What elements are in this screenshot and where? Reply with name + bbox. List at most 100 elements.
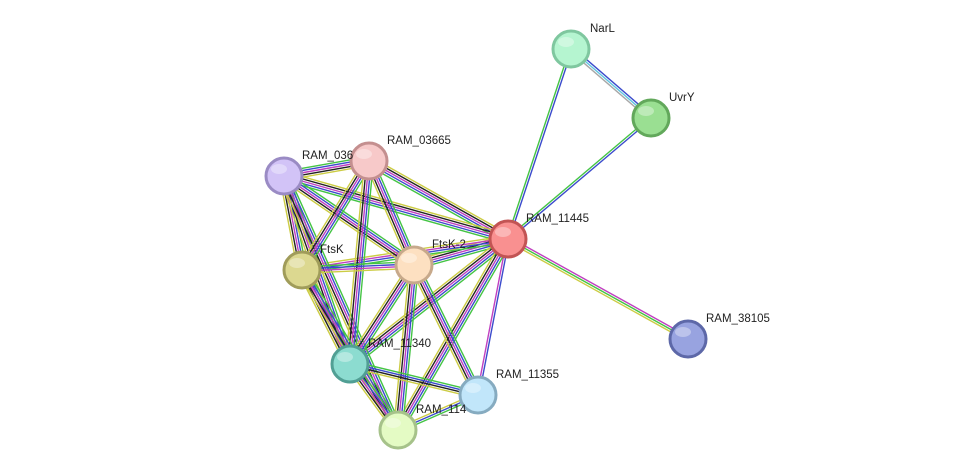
edge-evidence-line [350,360,479,393]
edge-evidence-line [508,236,690,338]
edge-evidence-line [346,235,506,362]
edge-FtsK-2-RAM_11355 [409,262,483,398]
node-RAM_11340[interactable]: RAM_11340 [330,338,431,384]
node-RAM_11355[interactable]: RAM_11355 [458,369,559,415]
node-highlight [465,383,481,393]
node-circle[interactable] [488,219,528,259]
edge-evidence-line [478,239,510,396]
node-UvrY[interactable]: UvrY [631,92,695,138]
node-highlight [558,37,574,47]
edge-evidence-line [413,264,479,396]
edge-evidence-line [392,264,411,430]
node-highlight [675,327,691,337]
edge-evidence-line [351,161,372,365]
node-label: FtsK [320,244,344,256]
node-highlight [337,352,353,362]
edge-RAM_03665-RAM_11340 [344,160,375,365]
node-label: UvrY [669,92,695,104]
edge-evidence-line [349,264,415,365]
edge-evidence-line [303,161,372,272]
edge-evidence-line [369,158,510,238]
edge-RAM_036-FtsK-2 [281,171,417,270]
edge-evidence-line [284,173,509,238]
edge-evidence-line [349,366,478,399]
edge-RAM_036-RAM_114 [279,173,403,433]
edge-evidence-line [415,263,481,395]
node-RAM_03665[interactable]: RAM_03665 [349,135,451,181]
node-highlight [356,149,372,159]
edge-evidence-line [283,175,415,266]
edge-evidence-line [297,158,366,269]
edge-evidence-line [349,364,478,397]
edge-RAM_11340-RAM_11355 [349,360,479,399]
edge-evidence-line [476,238,508,395]
node-label: NarL [590,23,616,35]
node-highlight [385,418,401,428]
node-label: RAM_03665 [387,135,451,147]
node-circle[interactable] [668,319,708,359]
edge-evidence-line [285,171,510,236]
node-highlight [271,164,287,174]
edge-evidence-line [399,265,417,431]
edge-evidence-line [348,236,508,363]
node-FtsK-2[interactable]: FtsK-2 [394,239,466,285]
node-highlight [289,258,305,268]
edge-evidence-line [347,160,368,364]
edge-evidence-line [411,265,477,397]
node-FtsK[interactable]: FtsK [282,244,344,290]
edge-evidence-line [353,161,375,365]
edge-evidence-line [506,48,571,239]
node-highlight [495,227,511,237]
edge-evidence-line [370,156,511,236]
edge-evidence-line [399,239,511,432]
edge-evidence-line [301,160,370,271]
node-circle[interactable] [378,410,418,450]
node-RAM_114[interactable]: RAM_114 [378,404,467,450]
edge-evidence-line [401,265,420,431]
node-circle[interactable] [282,250,322,290]
node-circle[interactable] [330,344,370,384]
edge-evidence-line [282,179,507,244]
edge-RAM_11445-RAM_38105 [506,236,690,342]
edge-RAM_11445-RAM_114 [393,236,513,433]
edge-evidence-line [350,362,479,395]
node-highlight [401,253,417,263]
node-circle[interactable] [349,141,389,181]
edge-evidence-line [281,179,412,270]
node-NarL[interactable]: NarL [551,23,616,69]
node-RAM_38105[interactable]: RAM_38105 [668,313,770,359]
edge-FtsK-2-RAM_114 [392,264,420,431]
node-RAM_11445[interactable]: RAM_11445 [488,213,589,259]
edge-evidence-line [506,116,651,239]
edge-evidence-line [286,171,417,262]
node-circle[interactable] [631,98,671,138]
edge-evidence-line [287,173,403,429]
node-RAM_036[interactable]: RAM_036 [264,150,353,196]
edge-evidence-line [282,177,414,268]
edge-FtsK-2-RAM_11340 [345,262,419,367]
node-label: RAM_38105 [706,313,770,325]
edge-evidence-line [401,240,513,433]
node-label: FtsK-2 [432,239,466,251]
node-circle[interactable] [458,375,498,415]
edge-evidence-line [508,49,573,240]
edge-evidence-line [417,262,483,394]
node-label: RAM_11445 [526,213,589,225]
node-circle[interactable] [264,156,304,196]
node-circle[interactable] [394,245,434,285]
edge-evidence-line [349,160,370,365]
edge-evidence-line [347,263,413,364]
node-label: RAM_11340 [368,338,431,350]
edge-RAM_03665-FtsK [297,158,374,273]
edge-evidence-line [507,238,689,340]
edge-UvrY-RAM_11445 [506,116,653,241]
edge-evidence-line [395,264,413,430]
edge-RAM_11445-RAM_11355 [476,238,510,396]
edge-evidence-line [351,265,417,366]
node-highlight [638,106,654,116]
edge-evidence-line [353,267,419,367]
node-circle[interactable] [551,29,591,69]
edge-evidence-line [284,173,416,264]
edge-evidence-line [508,118,653,241]
